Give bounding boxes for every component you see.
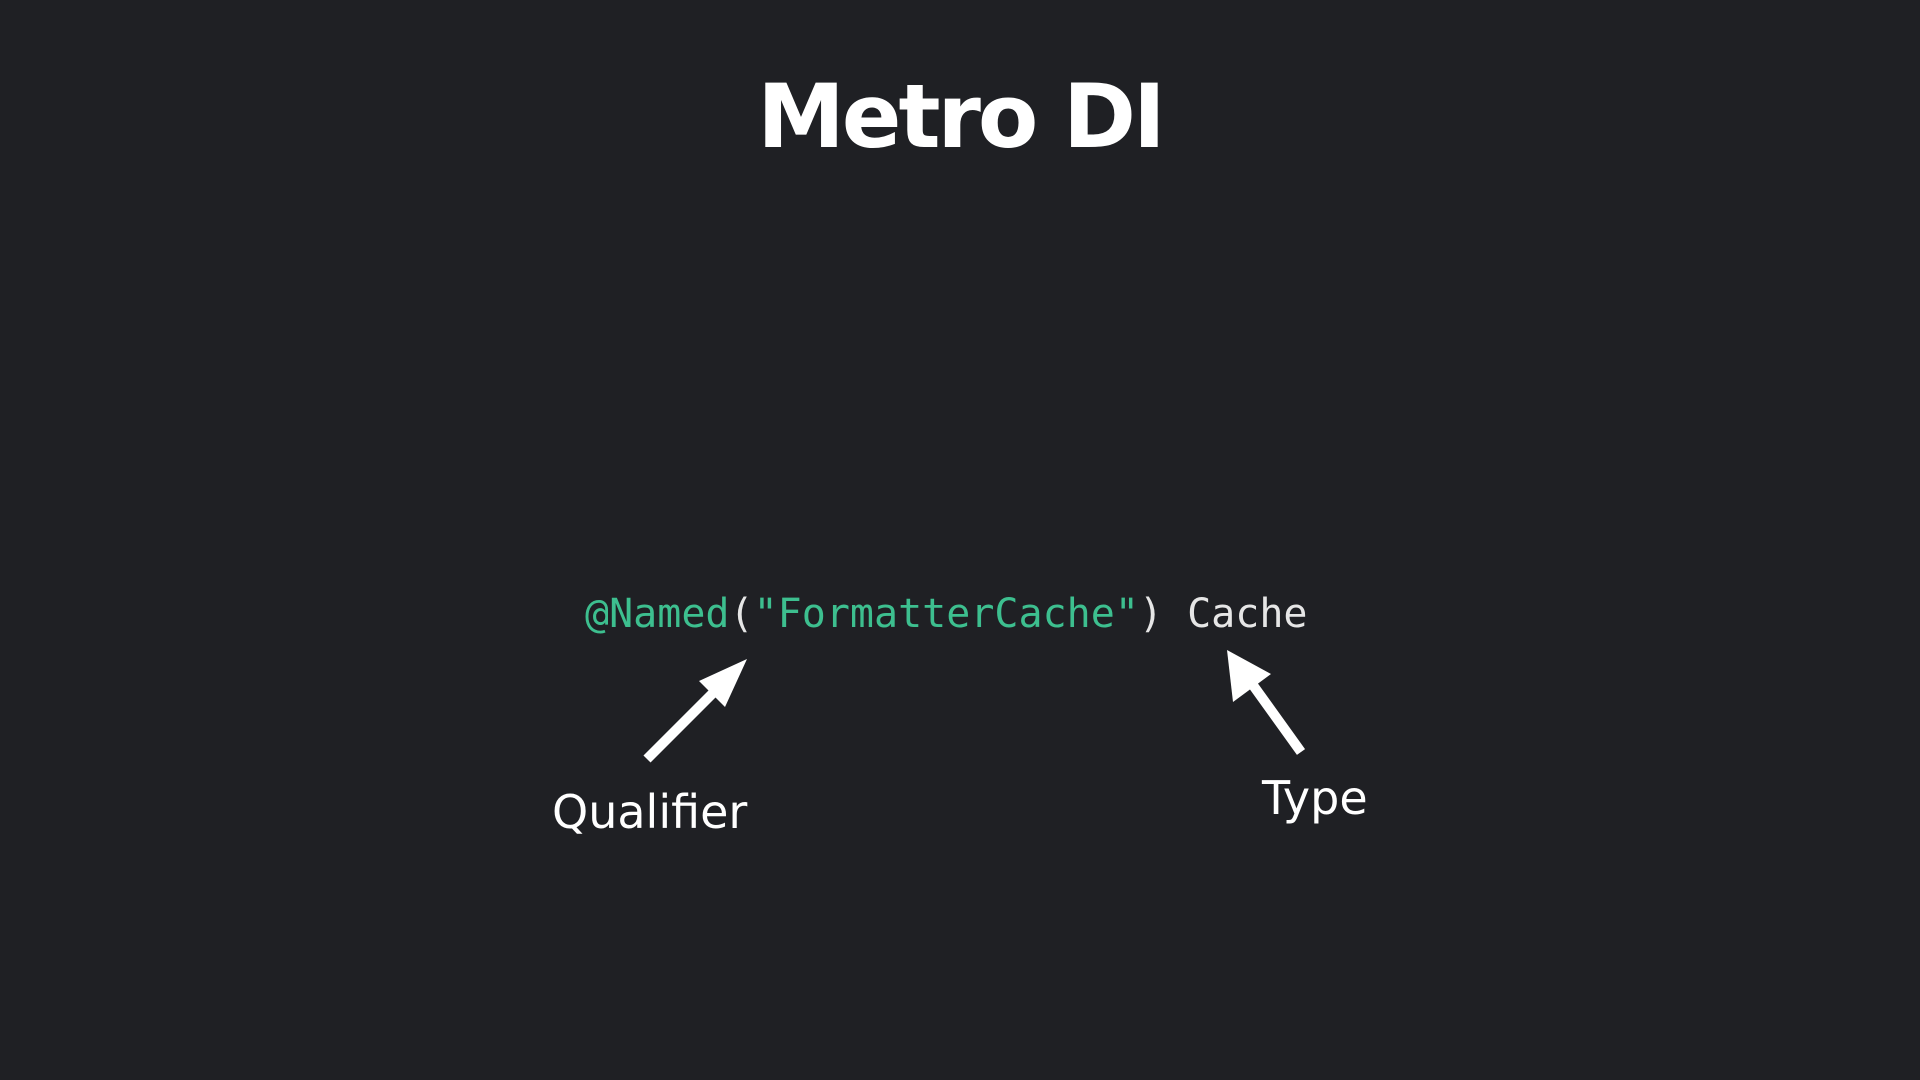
qualifier-arrow-head <box>699 659 747 707</box>
qualifier-arrow-shaft <box>643 680 726 763</box>
slide-title: Metro DI <box>757 65 1166 168</box>
code-close-paren: ) <box>1138 591 1163 637</box>
code-annotation: @Named <box>585 591 730 637</box>
code-open-paren: ( <box>729 591 754 637</box>
qualifier-arrow-icon <box>643 659 747 763</box>
qualifier-label: Qualifier <box>552 785 748 839</box>
type-arrow-shaft <box>1245 678 1306 755</box>
type-arrow-head <box>1227 650 1271 702</box>
code-string-literal: "FormatterCache" <box>753 591 1139 637</box>
type-label: Type <box>1262 771 1368 825</box>
code-type-name: Cache <box>1187 591 1308 637</box>
code-space <box>1163 591 1187 637</box>
code-snippet: @Named("FormatterCache") Cache <box>585 584 1308 644</box>
type-arrow-icon <box>1227 650 1306 755</box>
